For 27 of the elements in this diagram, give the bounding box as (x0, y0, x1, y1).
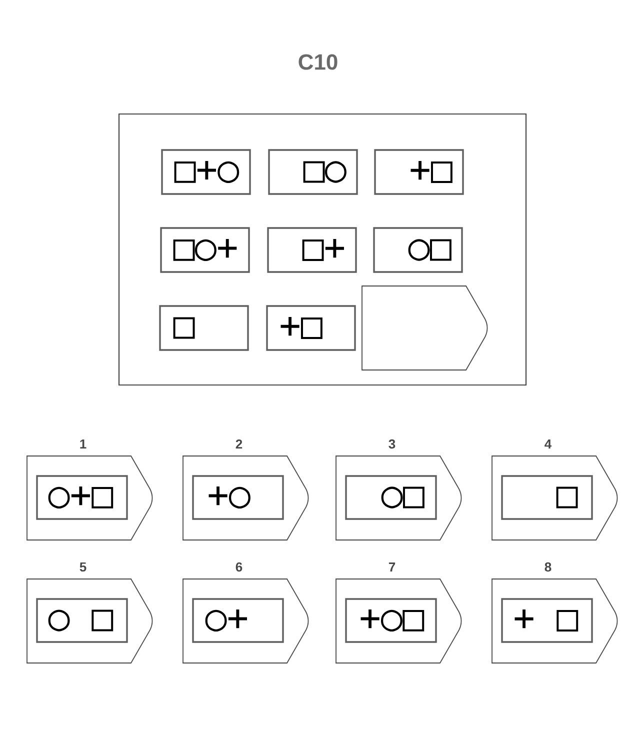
option-number: 8 (544, 562, 552, 572)
option-cell: ○+ (192, 598, 284, 643)
matrix-cell: □ (159, 305, 249, 351)
answer-slot (362, 286, 488, 370)
option-number: 3 (388, 439, 396, 449)
matrix-cell: □+ (267, 227, 357, 273)
option-number: 1 (80, 440, 86, 448)
option-cell: ○□ (345, 475, 437, 520)
option-number: 2 (236, 439, 242, 449)
option-cell: ○ □ (36, 598, 128, 643)
option-cell: +○ (192, 475, 284, 520)
option-cell: ○+□ (36, 475, 128, 520)
matrix-cell: □○ (268, 149, 358, 195)
matrix-cell: +□ (266, 305, 356, 351)
matrix-cell: □+○ (161, 149, 251, 195)
matrix-cell: +□ (374, 149, 464, 195)
option-number: 5 (80, 562, 86, 572)
option-cell: +○□ (345, 598, 437, 643)
option-number: 6 (236, 562, 242, 572)
matrix-cell: □○+ (160, 227, 250, 273)
option-cell: + □ (501, 598, 593, 643)
option-number: 7 (388, 562, 396, 572)
matrix-cell: ○□ (373, 227, 463, 273)
title: C10 (298, 54, 338, 70)
option-number: 4 (544, 440, 552, 448)
option-cell: □ (501, 475, 593, 520)
matrix-frame (118, 113, 527, 386)
